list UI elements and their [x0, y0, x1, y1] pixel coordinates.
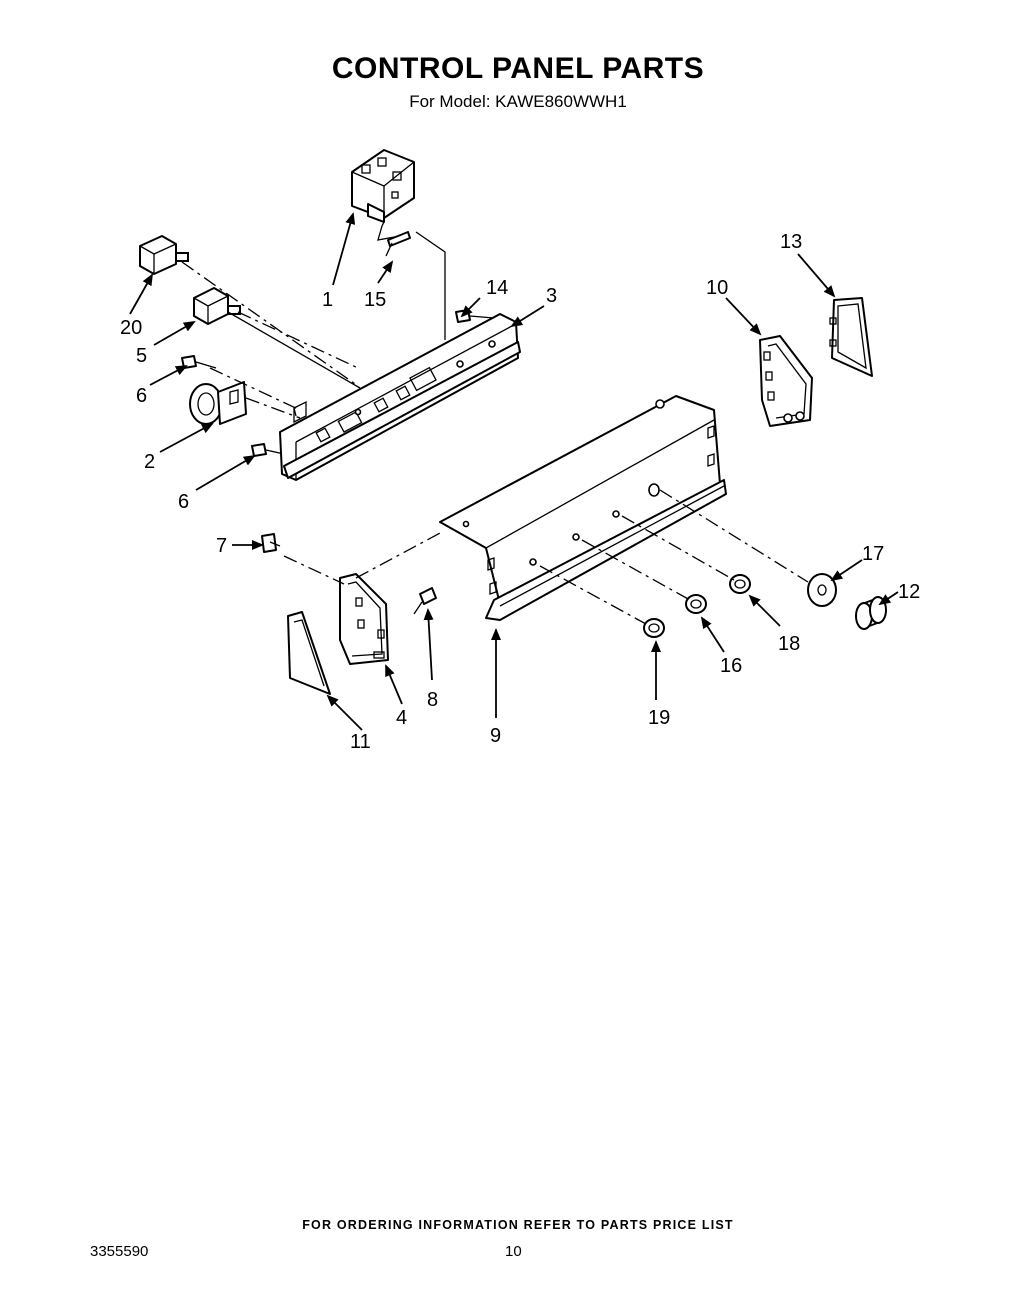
part-9-console — [439, 395, 727, 621]
callout-4: 4 — [396, 707, 407, 729]
callout-14: 14 — [486, 277, 508, 299]
part-11-end-trim — [287, 611, 331, 695]
callout-1: 1 — [322, 289, 333, 311]
leader-arrows — [129, 212, 899, 731]
callout-labels: 1 2 3 4 5 6 6 7 8 9 10 11 12 13 14 15 16… — [120, 231, 920, 753]
callout-12: 12 — [898, 581, 920, 603]
callout-8: 8 — [427, 689, 438, 711]
part-4-end-cap — [339, 573, 389, 665]
part-6-screw-lower — [251, 443, 285, 457]
callout-5: 5 — [136, 345, 147, 367]
part-20-switch — [139, 235, 189, 275]
page-number: 10 — [505, 1243, 522, 1260]
part-6-screw-upper — [181, 355, 217, 369]
callout-17: 17 — [862, 543, 884, 565]
part-3-bracket — [279, 313, 521, 481]
callout-6-lower: 6 — [178, 491, 189, 513]
callout-16: 16 — [720, 655, 742, 677]
part-13-end-trim — [829, 297, 873, 377]
page-title: CONTROL PANEL PARTS — [331, 52, 705, 85]
callout-7: 7 — [216, 535, 227, 557]
assembly-lines — [181, 261, 809, 625]
callout-11: 11 — [350, 731, 371, 753]
part-15-screw — [385, 231, 411, 257]
part-16-knob — [685, 594, 707, 614]
callout-10: 10 — [706, 277, 728, 299]
part-5-switch — [193, 287, 241, 325]
callout-9: 9 — [490, 725, 501, 747]
callout-15: 15 — [364, 289, 386, 311]
part-2-pressure-switch — [189, 381, 247, 425]
part-1-timer — [351, 149, 446, 340]
callout-6-upper: 6 — [136, 385, 147, 407]
part-18-knob — [729, 574, 751, 594]
callout-20: 20 — [120, 317, 142, 339]
callout-2: 2 — [144, 451, 155, 473]
part-12-knob — [855, 596, 887, 630]
part-7-clip — [261, 533, 281, 553]
part-19-knob — [643, 618, 665, 638]
document-number: 3355590 — [90, 1243, 149, 1260]
model-subtitle: For Model: KAWE860WWH1 — [409, 92, 627, 111]
part-8-screw — [413, 587, 437, 615]
part-17-washer — [807, 573, 837, 607]
part-10-end-cap — [759, 335, 813, 427]
callout-3: 3 — [546, 285, 557, 307]
callout-13: 13 — [780, 231, 802, 253]
callout-18: 18 — [778, 633, 800, 655]
ordering-note: FOR ORDERING INFORMATION REFER TO PARTS … — [302, 1218, 734, 1232]
callout-19: 19 — [648, 707, 670, 729]
